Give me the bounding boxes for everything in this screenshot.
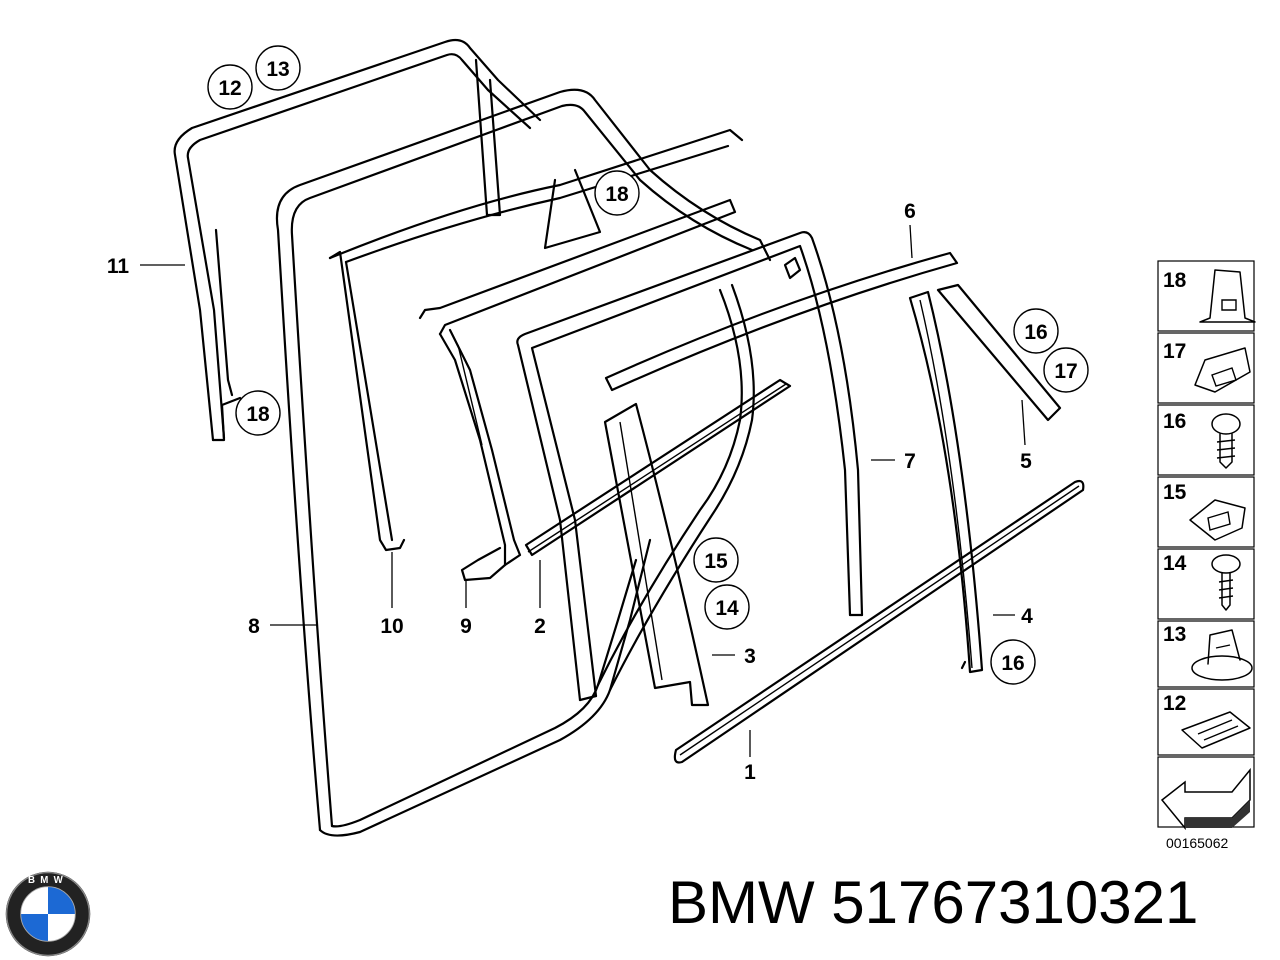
callout-13-label: 13 [266, 58, 289, 81]
part-7-window-frame [516, 231, 864, 702]
callout-16-lower: 16 [990, 639, 1036, 685]
legend-12-label: 12 [1163, 692, 1186, 715]
callout-14: 14 [704, 584, 750, 630]
part-4-rear-channel [908, 290, 984, 674]
label-5: 5 [1020, 450, 1032, 473]
part-10-channel [328, 128, 744, 552]
label-4: 4 [1021, 605, 1033, 628]
legend-17-label: 17 [1163, 340, 1186, 363]
callout-17: 17 [1043, 347, 1089, 393]
label-7: 7 [904, 450, 916, 473]
callout-12: 12 [207, 64, 253, 110]
label-3: 3 [744, 645, 756, 668]
leader-lines [140, 224, 1026, 757]
callout-16-upper-label: 16 [1024, 321, 1047, 344]
callout-15-label: 15 [704, 550, 728, 573]
bmw-logo: BMW [5, 871, 91, 957]
retainer-clip-icon [1181, 711, 1251, 749]
legend-14-label: 14 [1163, 552, 1187, 575]
bracket-clip-icon [1194, 347, 1251, 393]
bolt-icon [1211, 554, 1241, 611]
clip-icon [1199, 269, 1256, 323]
callout-18-left: 18 [235, 390, 281, 436]
part-1-belt-molding [673, 479, 1085, 764]
label-11: 11 [107, 255, 130, 278]
logo-letters: BMW [28, 875, 68, 886]
label-6: 6 [904, 200, 916, 223]
screw-icon [1211, 413, 1241, 469]
reference-code: 00165062 [1166, 835, 1229, 851]
label-8: 8 [248, 615, 260, 638]
legend-16-label: 16 [1163, 410, 1186, 433]
part-number-caption: BMW 51767310321 [668, 869, 1199, 936]
part-9-window-guide [418, 198, 802, 582]
callout-18-left-label: 18 [246, 403, 270, 426]
label-2: 2 [534, 615, 546, 638]
legend-13-label: 13 [1163, 623, 1186, 646]
legend-18-label: 18 [1163, 269, 1187, 292]
fastener-legend: 18 17 16 15 14 [1157, 260, 1256, 851]
callout-17-label: 17 [1054, 360, 1077, 383]
part-3-pillar-trim [603, 402, 710, 707]
part-5-quarter-strip [936, 283, 1062, 422]
expansion-clip-icon [1191, 629, 1253, 681]
part-2-belt-strip [524, 378, 792, 557]
label-9: 9 [460, 615, 472, 638]
label-10: 10 [380, 615, 403, 638]
callout-16-upper: 16 [1013, 308, 1059, 354]
part-6-top-molding [604, 251, 959, 392]
legend-15-label: 15 [1163, 481, 1187, 504]
callout-13: 13 [255, 45, 301, 91]
direction-arrow-icon [1160, 767, 1251, 831]
label-1: 1 [744, 761, 756, 784]
callout-16-lower-label: 16 [1001, 652, 1024, 675]
part-18-clip-top [543, 168, 602, 250]
callout-12-label: 12 [218, 77, 241, 100]
callout-18-mid-label: 18 [605, 183, 629, 206]
callout-14-label: 14 [715, 597, 739, 620]
callout-18-mid: 18 [594, 170, 640, 216]
part-8-door-seal [275, 88, 772, 837]
callout-15: 15 [693, 537, 739, 583]
nut-clip-icon [1189, 499, 1246, 541]
